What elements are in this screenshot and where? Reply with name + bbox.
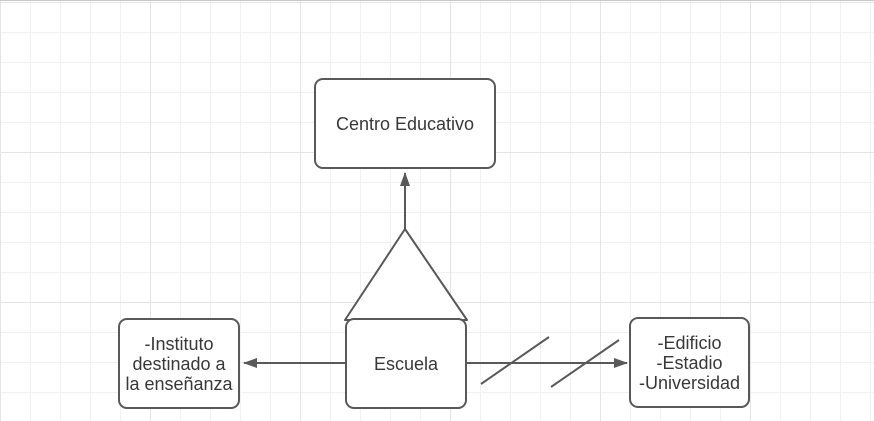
node-label-line: la enseñanza — [125, 373, 233, 394]
node-non-examples[interactable]: -Edificio -Estadio -Universidad — [629, 317, 750, 408]
node-label-line: -Universidad — [638, 372, 741, 393]
node-label: Centro Educativo — [335, 113, 475, 134]
node-instituto-definition[interactable]: -Instituto destinado a la enseñanza — [118, 318, 240, 409]
node-label-line: destinado a — [132, 353, 226, 374]
node-label-line: -Edificio — [657, 332, 722, 353]
node-centro-educativo[interactable]: Centro Educativo — [314, 78, 496, 169]
node-label: Escuela — [373, 353, 439, 374]
node-escuela[interactable]: Escuela — [345, 318, 467, 409]
roof-triangle[interactable] — [344, 228, 468, 321]
node-label-line: -Instituto — [144, 333, 214, 354]
node-label-line: -Estadio — [656, 352, 723, 373]
negation-slash-1[interactable] — [480, 336, 550, 385]
negation-slash-2[interactable] — [550, 339, 620, 388]
